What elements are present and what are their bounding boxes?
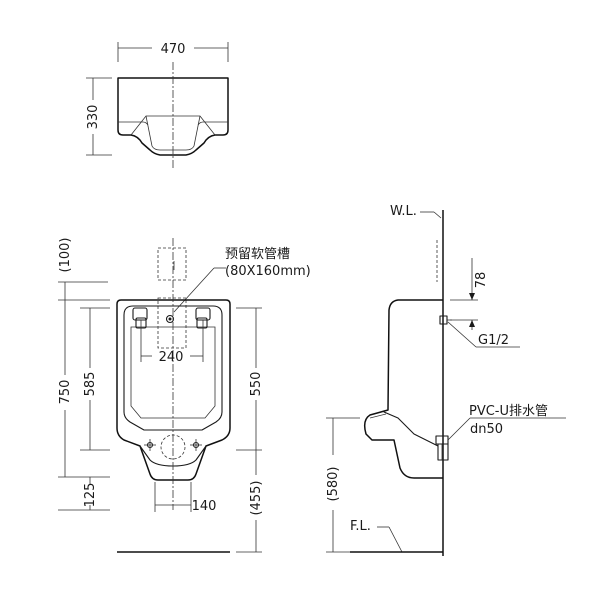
front-view: 预留软管槽 (80X160mm)	[58, 238, 311, 553]
hose-slot-note: 预留软管槽 (80X160mm)	[173, 247, 311, 313]
upper-height-label: 585	[83, 372, 98, 397]
drain-height-dimension: (580)	[326, 417, 360, 553]
drain-size-label: dn50	[470, 422, 503, 437]
top-width-label: 470	[161, 42, 186, 57]
outlet-width-dimension: 140	[154, 482, 217, 514]
front-right-dimensions: 550 (455)	[236, 307, 264, 553]
inlet-offset-dimension: 78	[450, 258, 489, 330]
side-view-outline	[363, 299, 452, 479]
hose-slot-label: 预留软管槽	[225, 247, 290, 262]
top-depth-dimension: 330	[86, 77, 112, 156]
side-view: W.L. 78	[326, 204, 566, 556]
drain-pipe-note: PVC-U排水管 dn50	[447, 404, 566, 441]
inlet-thread-label: G1/2	[478, 333, 509, 348]
bracket-spacing-label: 240	[159, 350, 184, 365]
floor-line-marker: F.L.	[350, 519, 443, 553]
front-left-dimensions: (100) 750 585 125	[58, 238, 110, 511]
bracket-spacing-dimension: 240	[140, 320, 204, 365]
drain-pipe-label: PVC-U排水管	[469, 404, 548, 419]
lower-height-label: 125	[83, 483, 98, 508]
front-view-outline	[116, 299, 231, 481]
floor-line-label: F.L.	[350, 519, 371, 534]
outlet-width-label: 140	[192, 499, 217, 514]
top-view: 470 330	[86, 42, 229, 170]
water-line-marker: W.L.	[390, 204, 442, 219]
drain-height-label: (580)	[326, 467, 341, 502]
inlet-offset-label: 78	[474, 272, 489, 289]
inlet-thread-note: G1/2	[447, 321, 520, 348]
floor-to-outlet-label: (455)	[249, 481, 264, 516]
hose-slot-size-label: (80X160mm)	[225, 264, 311, 279]
overall-height-label: 750	[58, 380, 73, 405]
inner-height-label: 550	[249, 372, 264, 397]
top-depth-label: 330	[86, 105, 101, 130]
water-line-label: W.L.	[390, 204, 417, 219]
hose-slot-upper	[157, 247, 187, 281]
top-width-dimension: 470	[117, 42, 229, 62]
hose-slot-behind	[157, 297, 187, 349]
top-extra-label: (100)	[58, 238, 73, 273]
